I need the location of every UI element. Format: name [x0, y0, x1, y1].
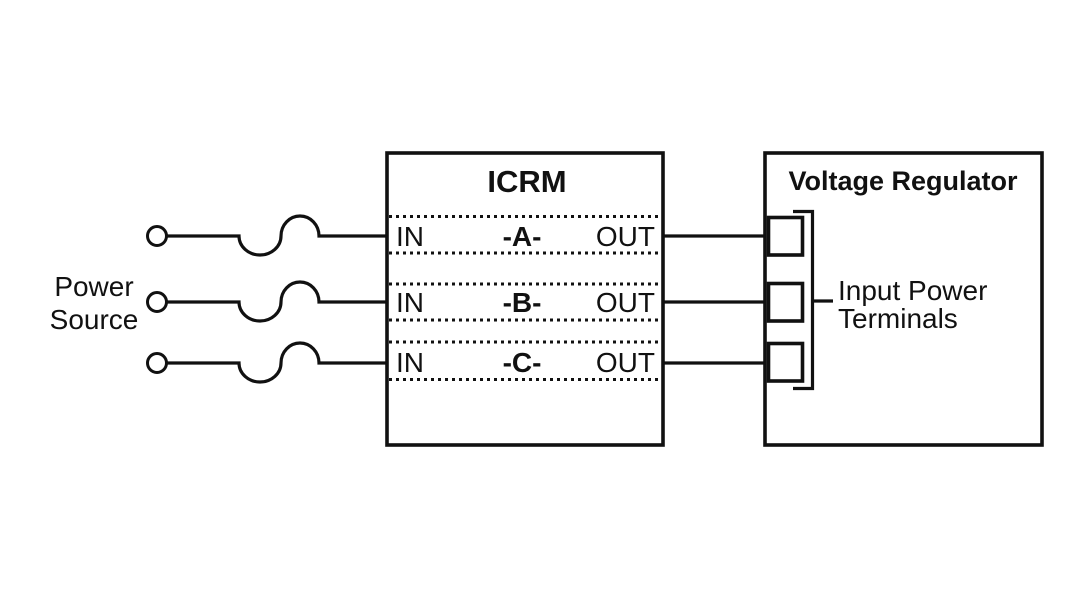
- icrm-title: ICRM: [487, 164, 566, 199]
- power-source-label-line2: Source: [50, 304, 139, 335]
- channel-a-id: -A-: [503, 221, 542, 252]
- input-terminal-c: [766, 341, 805, 383]
- power-source-label-line1: Power: [54, 271, 133, 302]
- channel-a-in-label: IN: [396, 221, 424, 252]
- channel-c-out-label: OUT: [596, 347, 655, 378]
- channel-c-in-label: IN: [396, 347, 424, 378]
- input-power-terminals-label-line2: Terminals: [838, 303, 958, 334]
- input-power-terminals-label-line1: Input Power: [838, 275, 987, 306]
- fuse-wire-c: [166, 341, 389, 384]
- channel-b-in-label: IN: [396, 287, 424, 318]
- power-terminal-c: [146, 352, 168, 374]
- icrm-box: [385, 151, 665, 447]
- power-terminal-b: [146, 291, 168, 313]
- channel-a-out-label: OUT: [596, 221, 655, 252]
- fuse-wire-b: [166, 280, 389, 323]
- channel-c-id: -C-: [503, 347, 542, 378]
- channel-b-id: -B-: [503, 287, 542, 318]
- channel-b-out-label: OUT: [596, 287, 655, 318]
- input-terminal-b: [766, 281, 805, 323]
- power-terminal-a: [146, 225, 168, 247]
- fuse-wire-a: [166, 214, 389, 257]
- voltage-regulator-title: Voltage Regulator: [788, 166, 1018, 196]
- input-terminal-a: [766, 215, 805, 257]
